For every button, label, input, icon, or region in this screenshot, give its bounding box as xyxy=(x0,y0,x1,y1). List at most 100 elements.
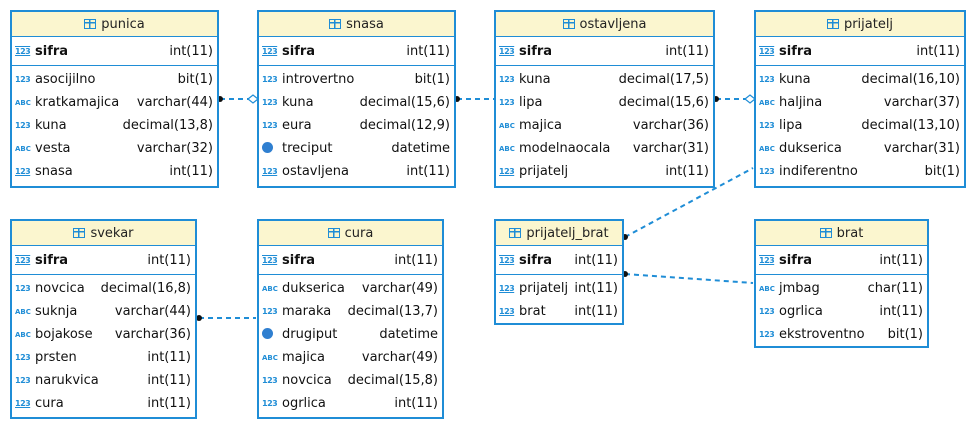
table-header[interactable]: svekar xyxy=(12,221,195,246)
numeric-type-icon: 123 xyxy=(262,307,278,316)
text-type-icon: ABC xyxy=(15,330,31,339)
column-type: bit(1) xyxy=(414,72,450,87)
column-name: eura xyxy=(282,118,312,133)
numeric-type-icon: 123 xyxy=(15,75,31,84)
column-name: sifra xyxy=(35,253,69,268)
datetime-type-icon xyxy=(262,142,280,155)
table-header[interactable]: prijatelj xyxy=(756,12,964,37)
column-type: bit(1) xyxy=(924,164,960,179)
column-name: sifra xyxy=(282,44,316,59)
table-name: prijatelj xyxy=(843,16,894,32)
column-type: char(11) xyxy=(867,281,923,296)
column-name: vesta xyxy=(35,141,71,156)
column-name: snasa xyxy=(35,164,73,179)
primary-key-icon: 123 xyxy=(15,256,31,265)
table-header[interactable]: prijatelj_brat xyxy=(496,221,622,246)
table-icon xyxy=(562,19,575,29)
column-type: decimal(15,6) xyxy=(359,95,450,110)
table-header[interactable]: punica xyxy=(12,12,217,37)
column-type: decimal(13,8) xyxy=(122,118,213,133)
table-name: svekar xyxy=(90,225,134,241)
column-name: brat xyxy=(519,304,546,319)
column-type: varchar(37) xyxy=(883,95,960,110)
column-name: sifra xyxy=(519,44,553,59)
foreign-key-icon: 123 xyxy=(499,307,515,316)
column-type: int(11) xyxy=(394,396,438,411)
column-name: ogrlica xyxy=(282,396,326,411)
column-type: int(11) xyxy=(406,164,450,179)
column-type: int(11) xyxy=(169,44,213,59)
table-header[interactable]: brat xyxy=(756,221,927,246)
column-name: sifra xyxy=(282,253,316,268)
table-header[interactable]: snasa xyxy=(259,12,454,37)
column-type: varchar(49) xyxy=(361,350,438,365)
numeric-type-icon: 123 xyxy=(262,121,278,130)
column-name: dukserica xyxy=(282,281,345,296)
table-header[interactable]: ostavljena xyxy=(496,12,713,37)
column-name: dukserica xyxy=(779,141,842,156)
column-type: varchar(44) xyxy=(114,304,191,319)
foreign-key-icon: 123 xyxy=(15,399,31,408)
table-icon xyxy=(73,228,86,238)
table-header[interactable]: cura xyxy=(259,221,442,246)
column-type: varchar(32) xyxy=(136,141,213,156)
